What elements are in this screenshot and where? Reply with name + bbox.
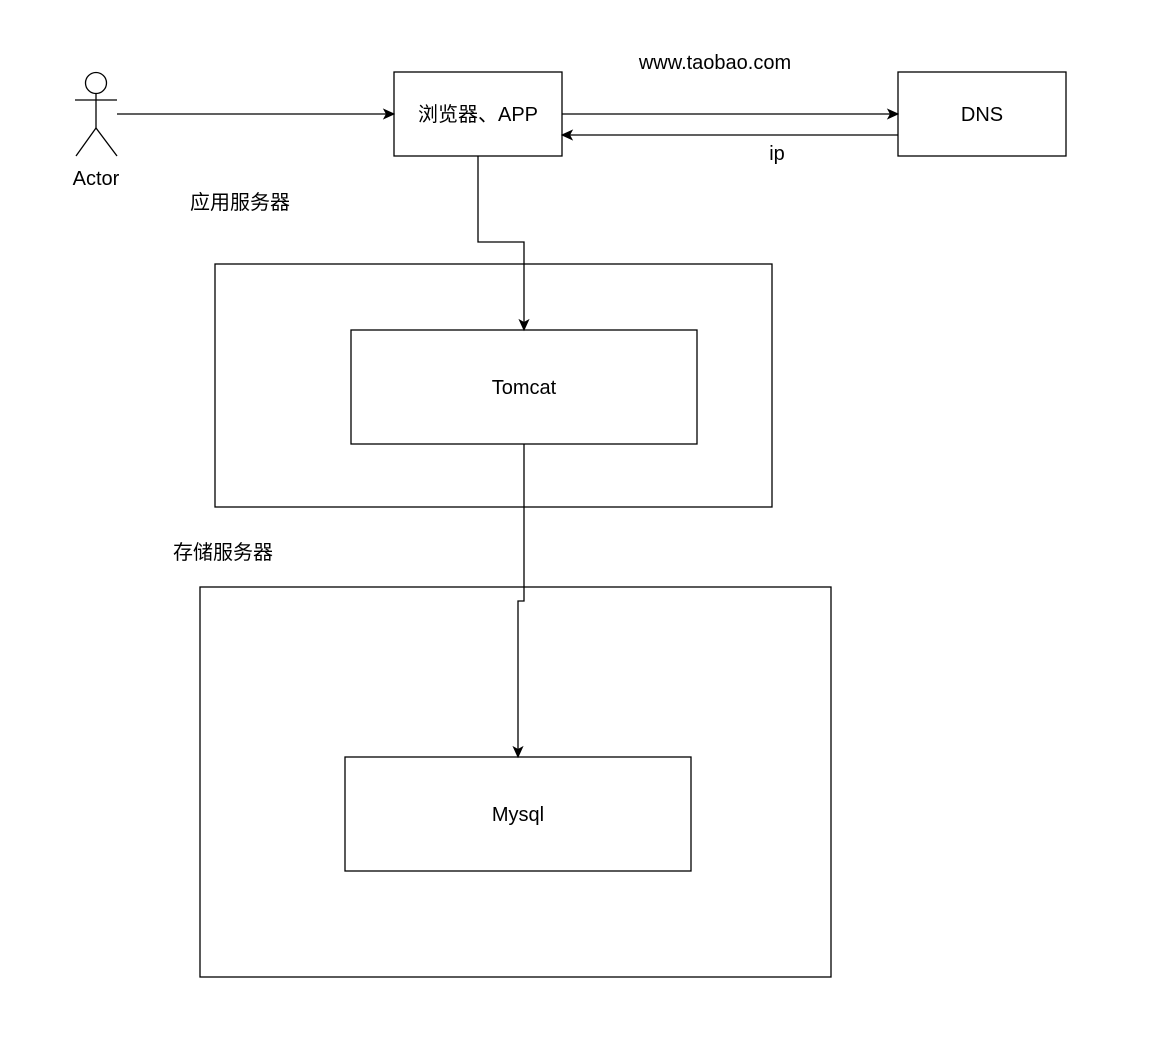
storage-server-label: 存储服务器 [173, 541, 273, 564]
client-node: 浏览器、APP [393, 71, 563, 157]
edge-actor-to-client [117, 108, 396, 120]
edge-tomcat-to-mysql-line [517, 444, 525, 749]
tomcat-label: Tomcat [492, 377, 557, 399]
actor-head [84, 71, 108, 95]
edge-dns-to-client [560, 129, 898, 141]
actor-figure [75, 71, 118, 157]
actor-right-leg [95, 127, 118, 157]
mysql-node: Mysql [344, 756, 692, 872]
edge-client-to-tomcat-line [477, 156, 525, 322]
arrowhead-right-icon [382, 108, 396, 120]
actor-label: Actor [73, 168, 120, 190]
dns-label: DNS [961, 104, 1003, 126]
arrowhead-left-icon [560, 129, 574, 141]
edge-client-to-dns [562, 108, 900, 120]
request-edge-label: www.taobao.com [638, 52, 791, 74]
mysql-label: Mysql [492, 804, 544, 826]
client-label: 浏览器、APP [418, 103, 538, 126]
edge-tomcat-to-mysql [512, 444, 525, 759]
tomcat-node: Tomcat [350, 329, 698, 445]
mysql-box [344, 756, 692, 872]
arrowhead-down-icon [518, 318, 530, 332]
actor-left-leg [75, 127, 97, 157]
tomcat-box [350, 329, 698, 445]
app-server-label: 应用服务器 [190, 191, 290, 214]
response-edge-label: ip [769, 143, 785, 165]
arrowhead-right-icon [886, 108, 900, 120]
edge-client-to-tomcat [477, 156, 530, 332]
dns-node: DNS [897, 71, 1067, 157]
arrowhead-down-icon [512, 745, 524, 759]
